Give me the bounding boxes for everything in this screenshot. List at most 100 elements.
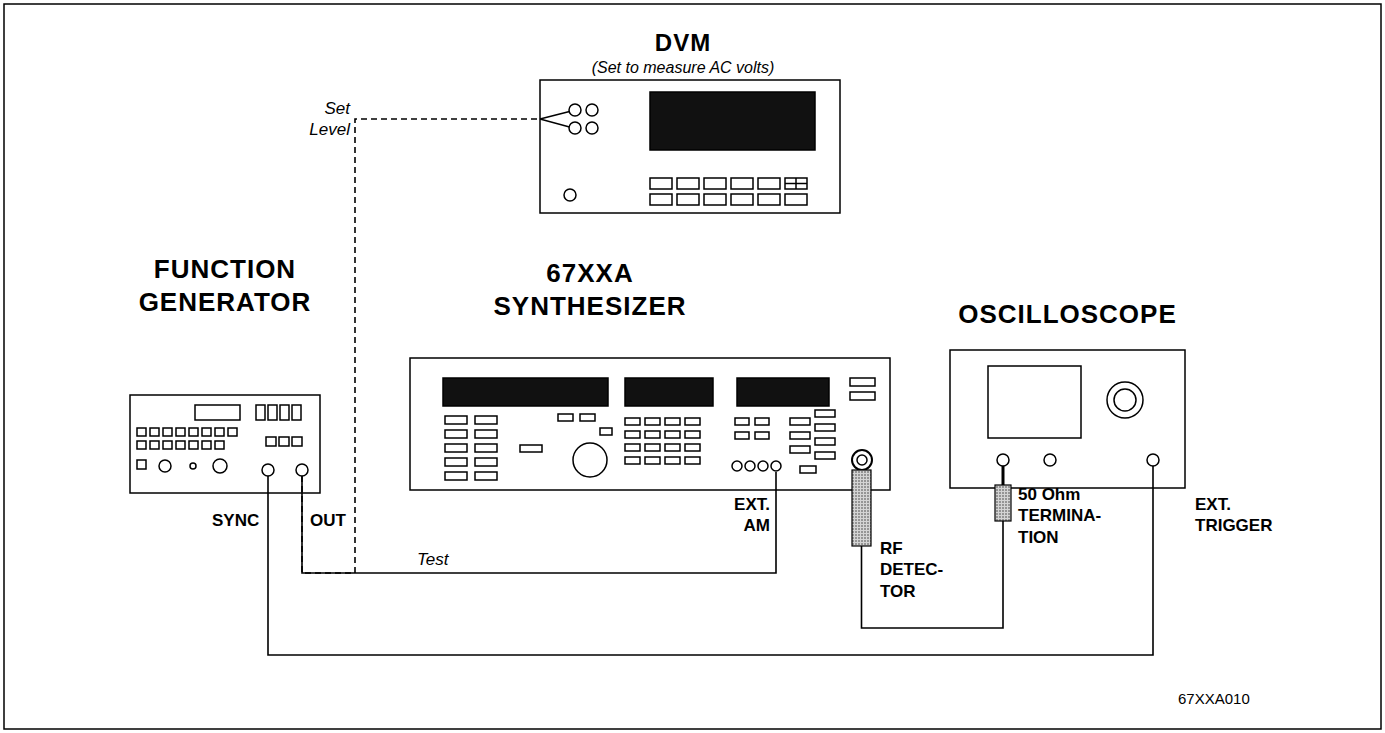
button xyxy=(215,428,224,436)
button xyxy=(704,194,726,205)
synthesizer-panel xyxy=(410,358,890,490)
button xyxy=(665,457,680,464)
digit xyxy=(280,405,289,420)
jack xyxy=(296,464,308,476)
instrument-title: 67XXA SYNTHESIZER xyxy=(470,257,710,322)
button xyxy=(758,194,780,205)
button xyxy=(625,457,640,464)
part-label: 50 Ohm TERMINA- TION xyxy=(1018,484,1118,548)
part-label: RF DETEC- TOR xyxy=(880,538,955,602)
button xyxy=(176,441,185,449)
display xyxy=(625,378,713,406)
button xyxy=(475,416,497,424)
button xyxy=(731,194,753,205)
button xyxy=(704,178,726,189)
digit xyxy=(268,405,277,420)
button xyxy=(850,392,875,400)
oscilloscope-panel xyxy=(950,350,1185,488)
jack xyxy=(997,454,1009,466)
jack xyxy=(732,461,742,471)
button xyxy=(685,431,700,438)
button xyxy=(685,457,700,464)
digit xyxy=(256,405,265,420)
button xyxy=(677,178,699,189)
button xyxy=(137,428,146,436)
button xyxy=(150,428,159,436)
button xyxy=(445,430,467,438)
instrument: OSCILLOSCOPE xyxy=(940,290,1197,490)
led xyxy=(190,463,196,469)
switch xyxy=(564,189,576,201)
button xyxy=(445,444,467,452)
connector-label: EXT. TRIGGER xyxy=(1195,494,1285,537)
termination-body xyxy=(995,485,1011,521)
button xyxy=(445,416,467,424)
button xyxy=(815,424,835,431)
button xyxy=(600,428,612,435)
instrument: FUNCTION GENERATOR xyxy=(110,245,342,495)
cable-label: Set Level xyxy=(290,98,352,141)
instrument-title: FUNCTION GENERATOR xyxy=(110,253,340,318)
generator-panel xyxy=(130,395,320,493)
button-grid xyxy=(785,183,807,185)
cable-label: Test xyxy=(415,549,479,570)
housing xyxy=(410,358,890,490)
lead xyxy=(540,119,570,127)
button xyxy=(735,432,749,439)
instrument: 67XXA SYNTHESIZER xyxy=(400,255,900,490)
cable xyxy=(302,472,776,573)
button xyxy=(202,428,211,436)
button xyxy=(755,418,769,425)
rf-detector: RF DETEC- TOR xyxy=(846,468,961,605)
connector-label: SYNC xyxy=(212,510,272,531)
button xyxy=(137,460,146,469)
connector-label: OUT xyxy=(310,510,350,531)
button xyxy=(850,378,875,386)
frame xyxy=(4,4,1381,729)
button xyxy=(137,441,146,449)
button xyxy=(790,446,810,453)
knob xyxy=(1114,389,1136,411)
knob xyxy=(159,460,171,472)
rf-output xyxy=(857,455,867,465)
button xyxy=(292,437,302,446)
jack xyxy=(569,104,581,116)
jack xyxy=(771,461,781,471)
button xyxy=(475,458,497,466)
jack xyxy=(758,461,768,471)
button xyxy=(800,466,816,473)
button xyxy=(665,418,680,425)
button xyxy=(645,418,660,425)
button xyxy=(785,194,807,205)
knob xyxy=(1044,454,1056,466)
button xyxy=(445,458,467,466)
button xyxy=(785,178,807,189)
termination: 50 Ohm TERMINA- TION xyxy=(990,482,1120,552)
button xyxy=(665,444,680,451)
rf-output xyxy=(852,450,872,470)
knob xyxy=(1107,382,1143,418)
button xyxy=(266,437,276,446)
instrument-title: DVM xyxy=(523,28,843,58)
display xyxy=(195,405,240,420)
button xyxy=(645,431,660,438)
connector-label: EXT. AM xyxy=(718,494,770,537)
button xyxy=(475,430,497,438)
button xyxy=(202,441,211,449)
display xyxy=(737,378,829,406)
button xyxy=(645,444,660,451)
button xyxy=(475,472,497,480)
button xyxy=(755,432,769,439)
button xyxy=(176,428,185,436)
button xyxy=(685,418,700,425)
detector-body xyxy=(852,470,871,546)
jack xyxy=(569,122,581,134)
housing xyxy=(540,80,840,213)
button xyxy=(685,444,700,451)
button xyxy=(790,432,810,439)
button xyxy=(815,452,835,459)
housing xyxy=(950,350,1185,488)
button xyxy=(215,441,224,449)
button xyxy=(625,418,640,425)
